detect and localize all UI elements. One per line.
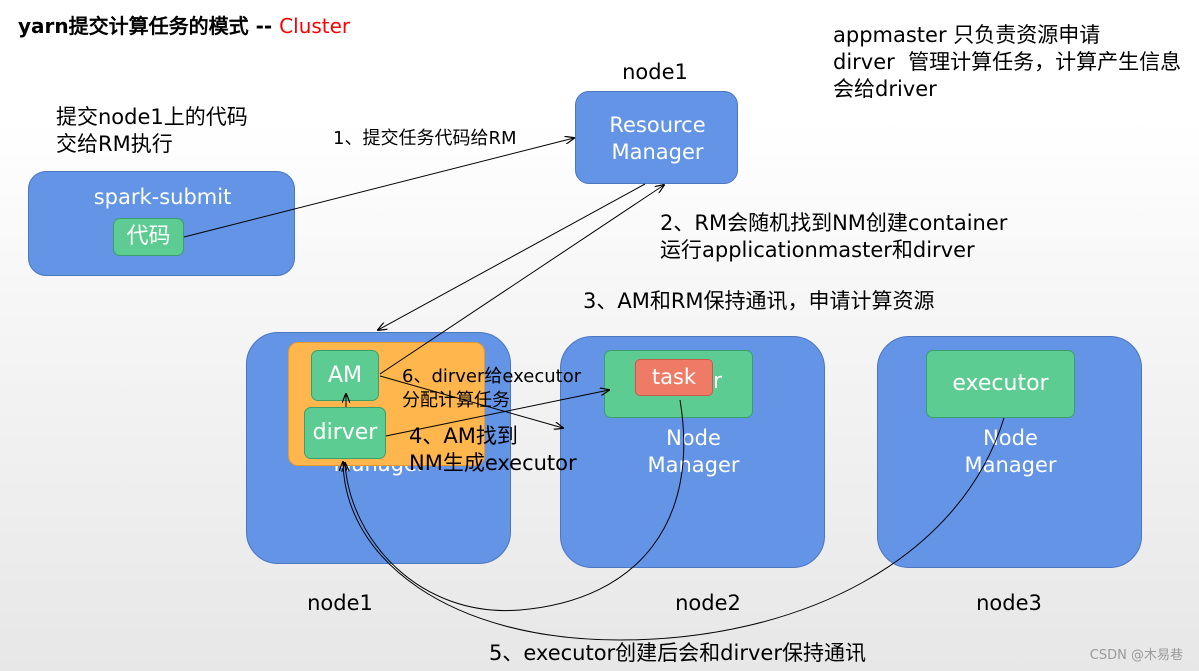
step2-label: 2、RM会随机找到NM创建container 运行applicationmast…	[660, 211, 1008, 262]
node3-label: node3	[976, 591, 1042, 615]
driver-box: dirver	[304, 407, 386, 459]
node2-manager-label: Node Manager	[647, 426, 740, 477]
code-box: 代码	[113, 218, 184, 256]
am-box: AM	[311, 350, 379, 401]
node1-label: node1	[307, 591, 373, 615]
executor-box: executor	[926, 350, 1075, 418]
title-main: yarn提交计算任务的模式 --	[18, 14, 280, 38]
step6-label: 6、dirver给executor 分配计算任务	[402, 366, 582, 411]
node3-manager-label: Node Manager	[964, 426, 1057, 477]
node2-label: node2	[675, 591, 741, 615]
note-text: appmaster 只负责资源申请 dirver 管理计算任务，计算产生信息 会…	[833, 23, 1182, 101]
rm-node-label: node1	[622, 60, 688, 84]
step1-label: 1、提交任务代码给RM	[333, 128, 517, 149]
resource-manager-label: Resource Manager	[609, 113, 706, 164]
diagram-title: yarn提交计算任务的模式 -- Cluster	[18, 10, 350, 39]
watermark: CSDN @木易巷	[1089, 648, 1183, 663]
spark-submit-label: spark-submit	[93, 185, 232, 209]
submit-note: 提交node1上的代码 交给RM执行	[56, 105, 248, 156]
node2-container-text: r	[713, 369, 723, 394]
step4-label: 4、AM找到 NM生成executor	[409, 424, 577, 475]
title-mode: Cluster	[279, 14, 351, 38]
step3-label: 3、AM和RM保持通讯，申请计算资源	[583, 289, 935, 313]
task-box: task	[635, 359, 713, 396]
resource-manager-box: Resource Manager	[575, 91, 738, 184]
step5-label: 5、executor创建后会和dirver保持通讯	[489, 641, 866, 665]
